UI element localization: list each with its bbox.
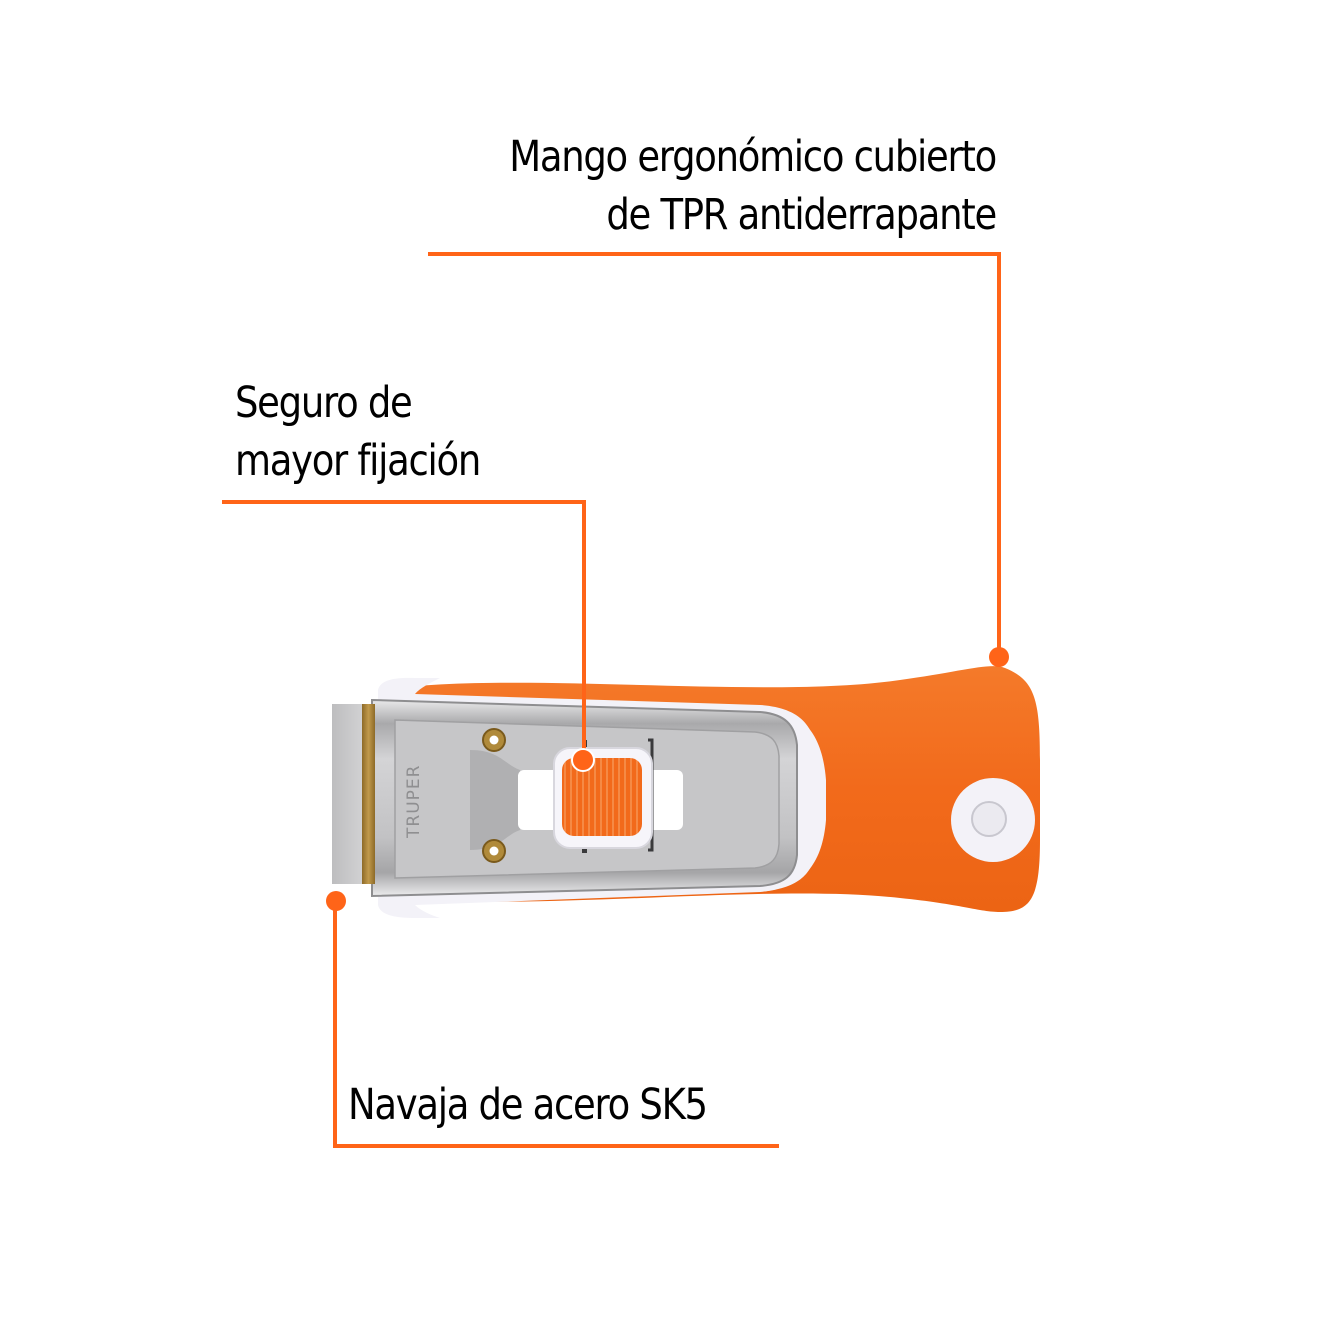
lock-slider [553,747,653,849]
brand-mark: TRUPER [404,765,424,839]
callout-blade-leader-horizontal [333,1144,779,1148]
callout-lock-dot [571,748,595,772]
callout-lock-line-2: mayor fijación [235,436,481,486]
callout-blade-line-1: Navaja de acero SK5 [348,1080,708,1130]
callout-handle-leader-vertical [997,252,1001,658]
callout-blade-label: Navaja de acero SK5 [348,1076,708,1134]
callout-lock-line-1: Seguro de [235,378,413,428]
callout-lock-leader-vertical [582,500,586,754]
callout-handle-line-2: de TPR antiderrapante [606,190,997,240]
callout-handle-leader-horizontal [428,252,1001,256]
hang-hole [951,778,1035,862]
callout-lock-leader-horizontal [222,500,586,504]
callout-handle-label: Mango ergonómico cubierto de TPR antider… [509,128,997,244]
callout-lock-label: Seguro de mayor fijación [235,374,481,490]
callout-handle-line-1: Mango ergonómico cubierto [509,132,997,182]
steel-blade [332,704,375,884]
callout-blade-leader-vertical [333,900,337,1148]
callout-handle-dot [989,647,1009,667]
